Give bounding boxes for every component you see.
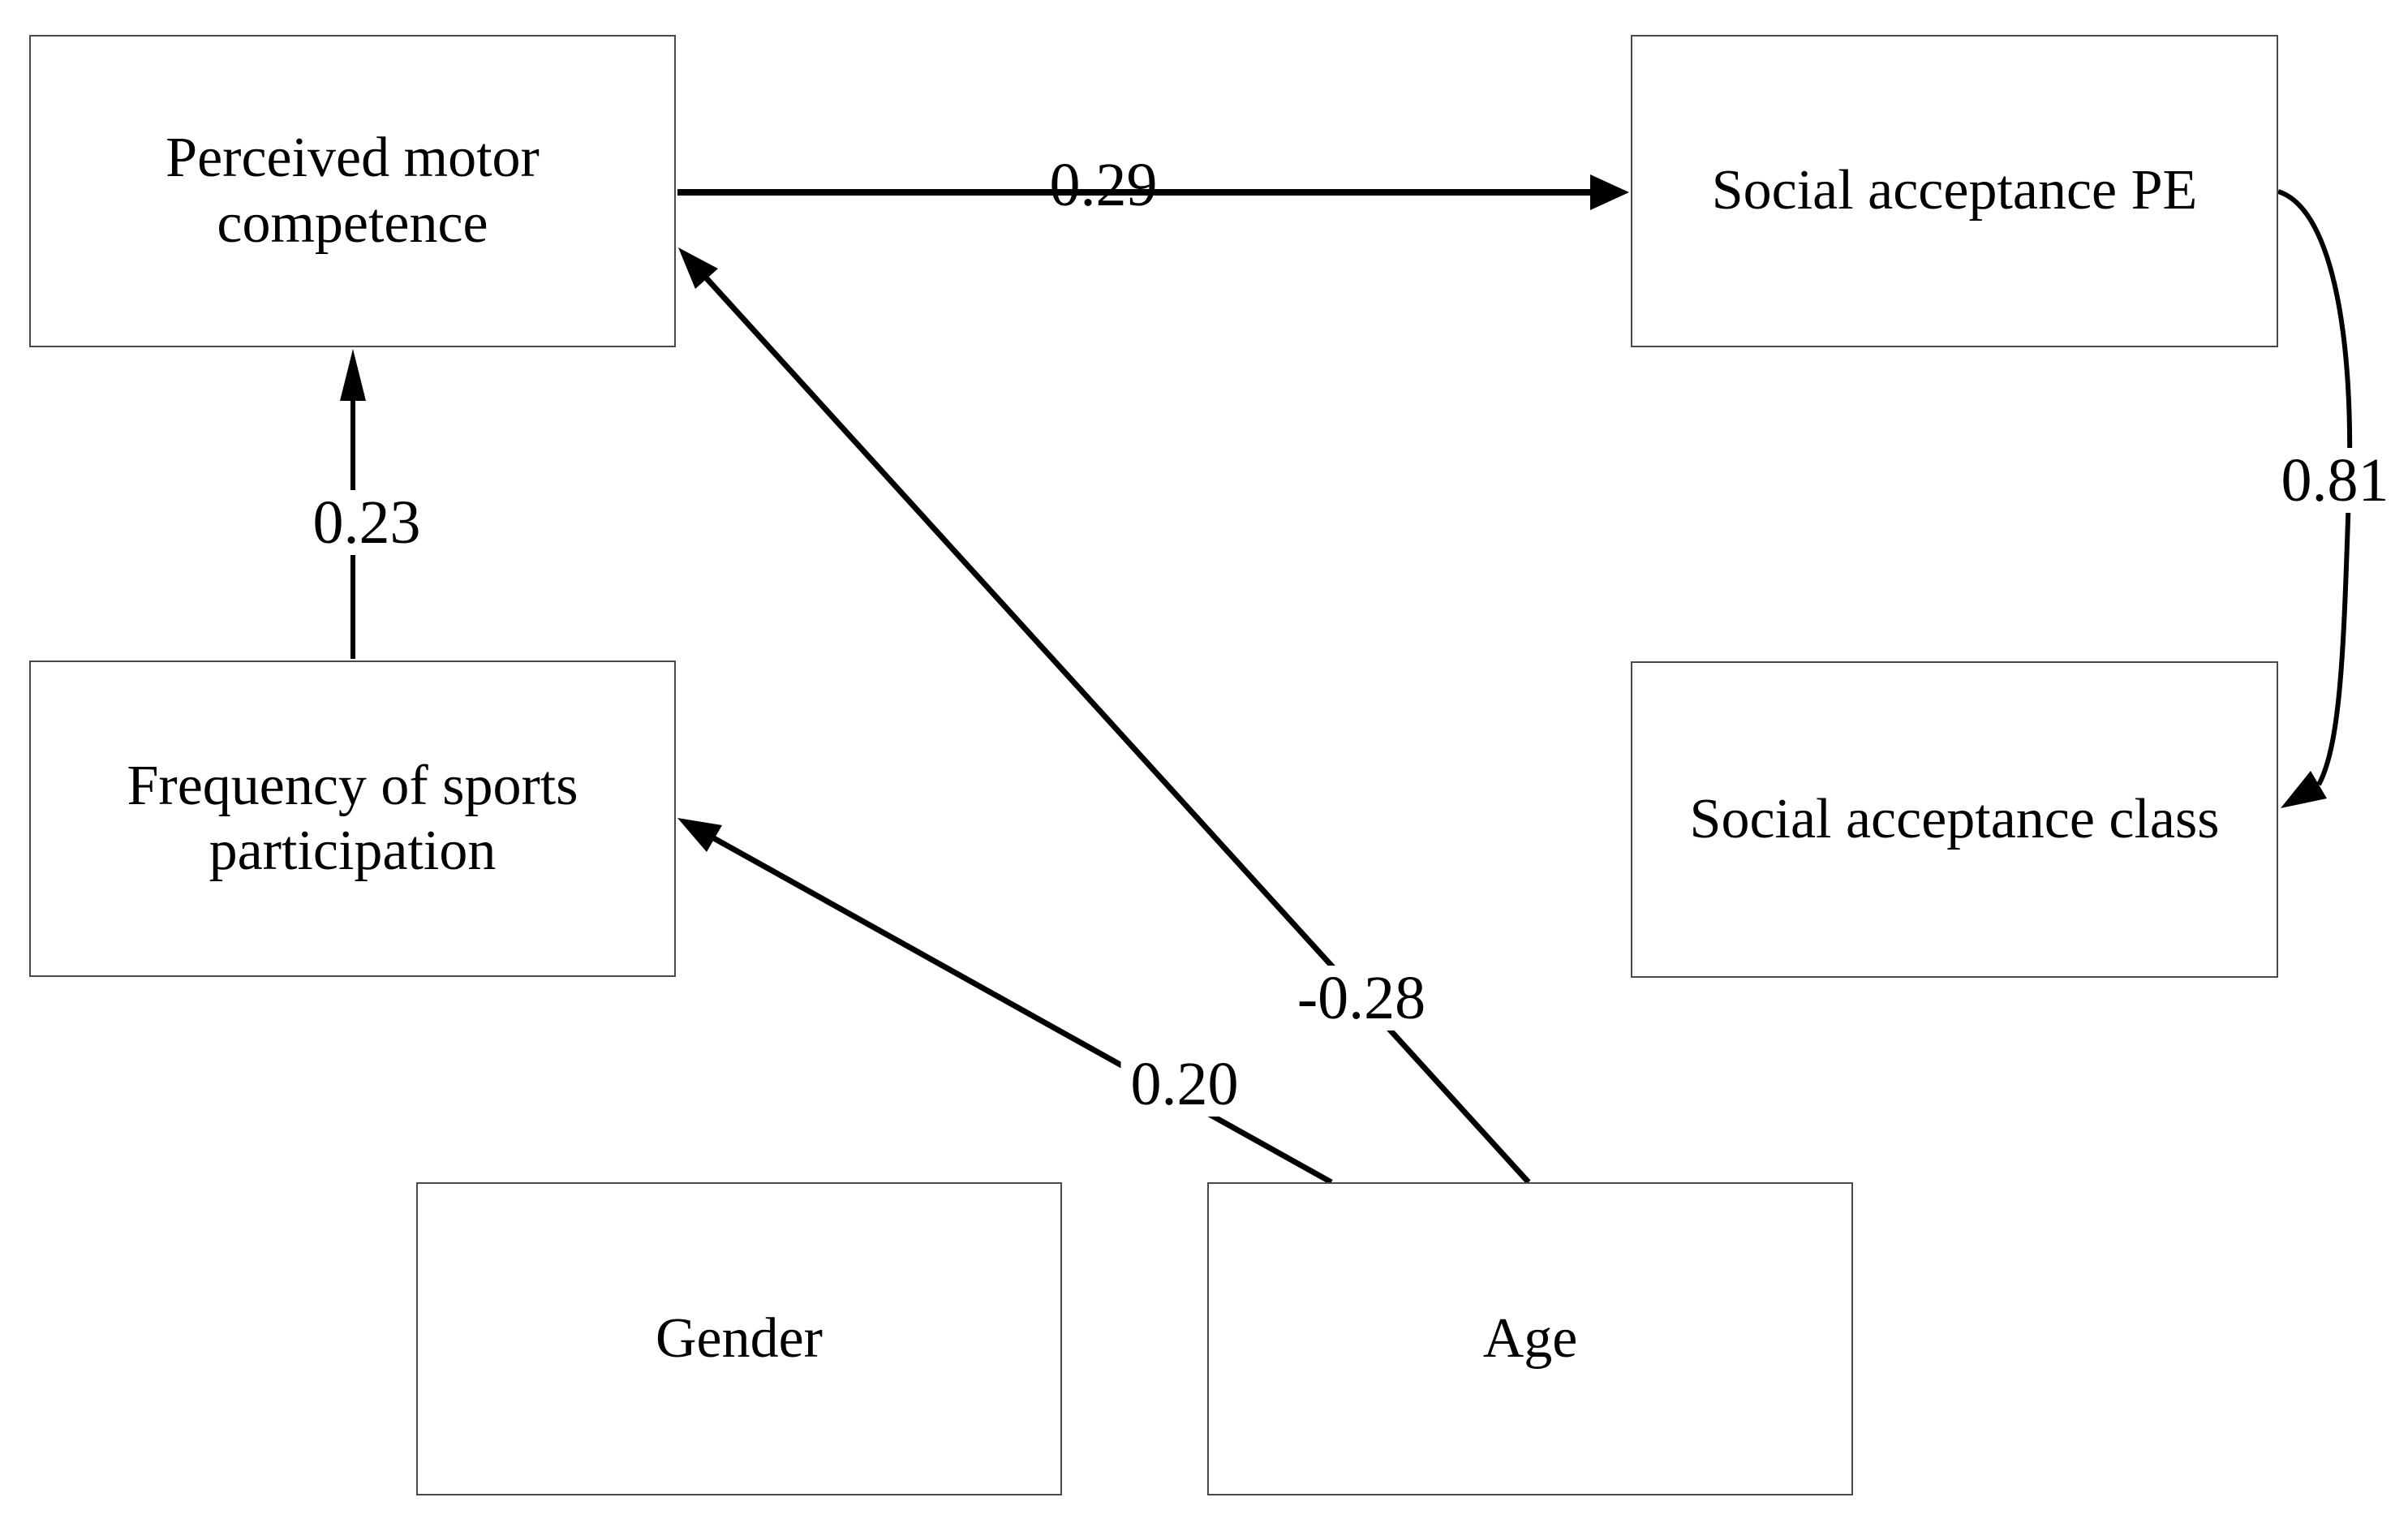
path-coefficient-age-freq: 0.20 — [1120, 1052, 1249, 1117]
node-perceived-motor-competence: Perceived motor competence — [29, 35, 676, 347]
node-label: Age — [1482, 1306, 1578, 1370]
path-coefficient-pmc-pe: 0.29 — [1049, 151, 1158, 219]
node-label: Gender — [655, 1306, 823, 1370]
node-label: Social acceptance PE — [1711, 159, 2198, 222]
arrow-pmc-to-pe — [677, 174, 1629, 210]
path-coefficient-age-pmc: -0.28 — [1287, 966, 1436, 1031]
path-coefficient-freq-pmc: 0.23 — [303, 490, 431, 555]
node-label: Social acceptance class — [1689, 787, 2220, 850]
path-coefficient-pe-class: 0.81 — [2271, 448, 2399, 513]
node-label: Frequency of sports participation — [127, 754, 578, 883]
arrow-age-to-pmc — [678, 247, 1531, 1185]
node-label: Perceived motor competence — [166, 127, 540, 255]
node-gender: Gender — [416, 1182, 1062, 1495]
node-social-acceptance-pe: Social acceptance PE — [1631, 35, 2278, 347]
arrow-age-to-freq — [677, 818, 1333, 1186]
node-frequency-of-sports-participation: Frequency of sports participation — [29, 661, 676, 977]
node-age: Age — [1207, 1182, 1853, 1495]
node-social-acceptance-class: Social acceptance class — [1631, 661, 2278, 978]
